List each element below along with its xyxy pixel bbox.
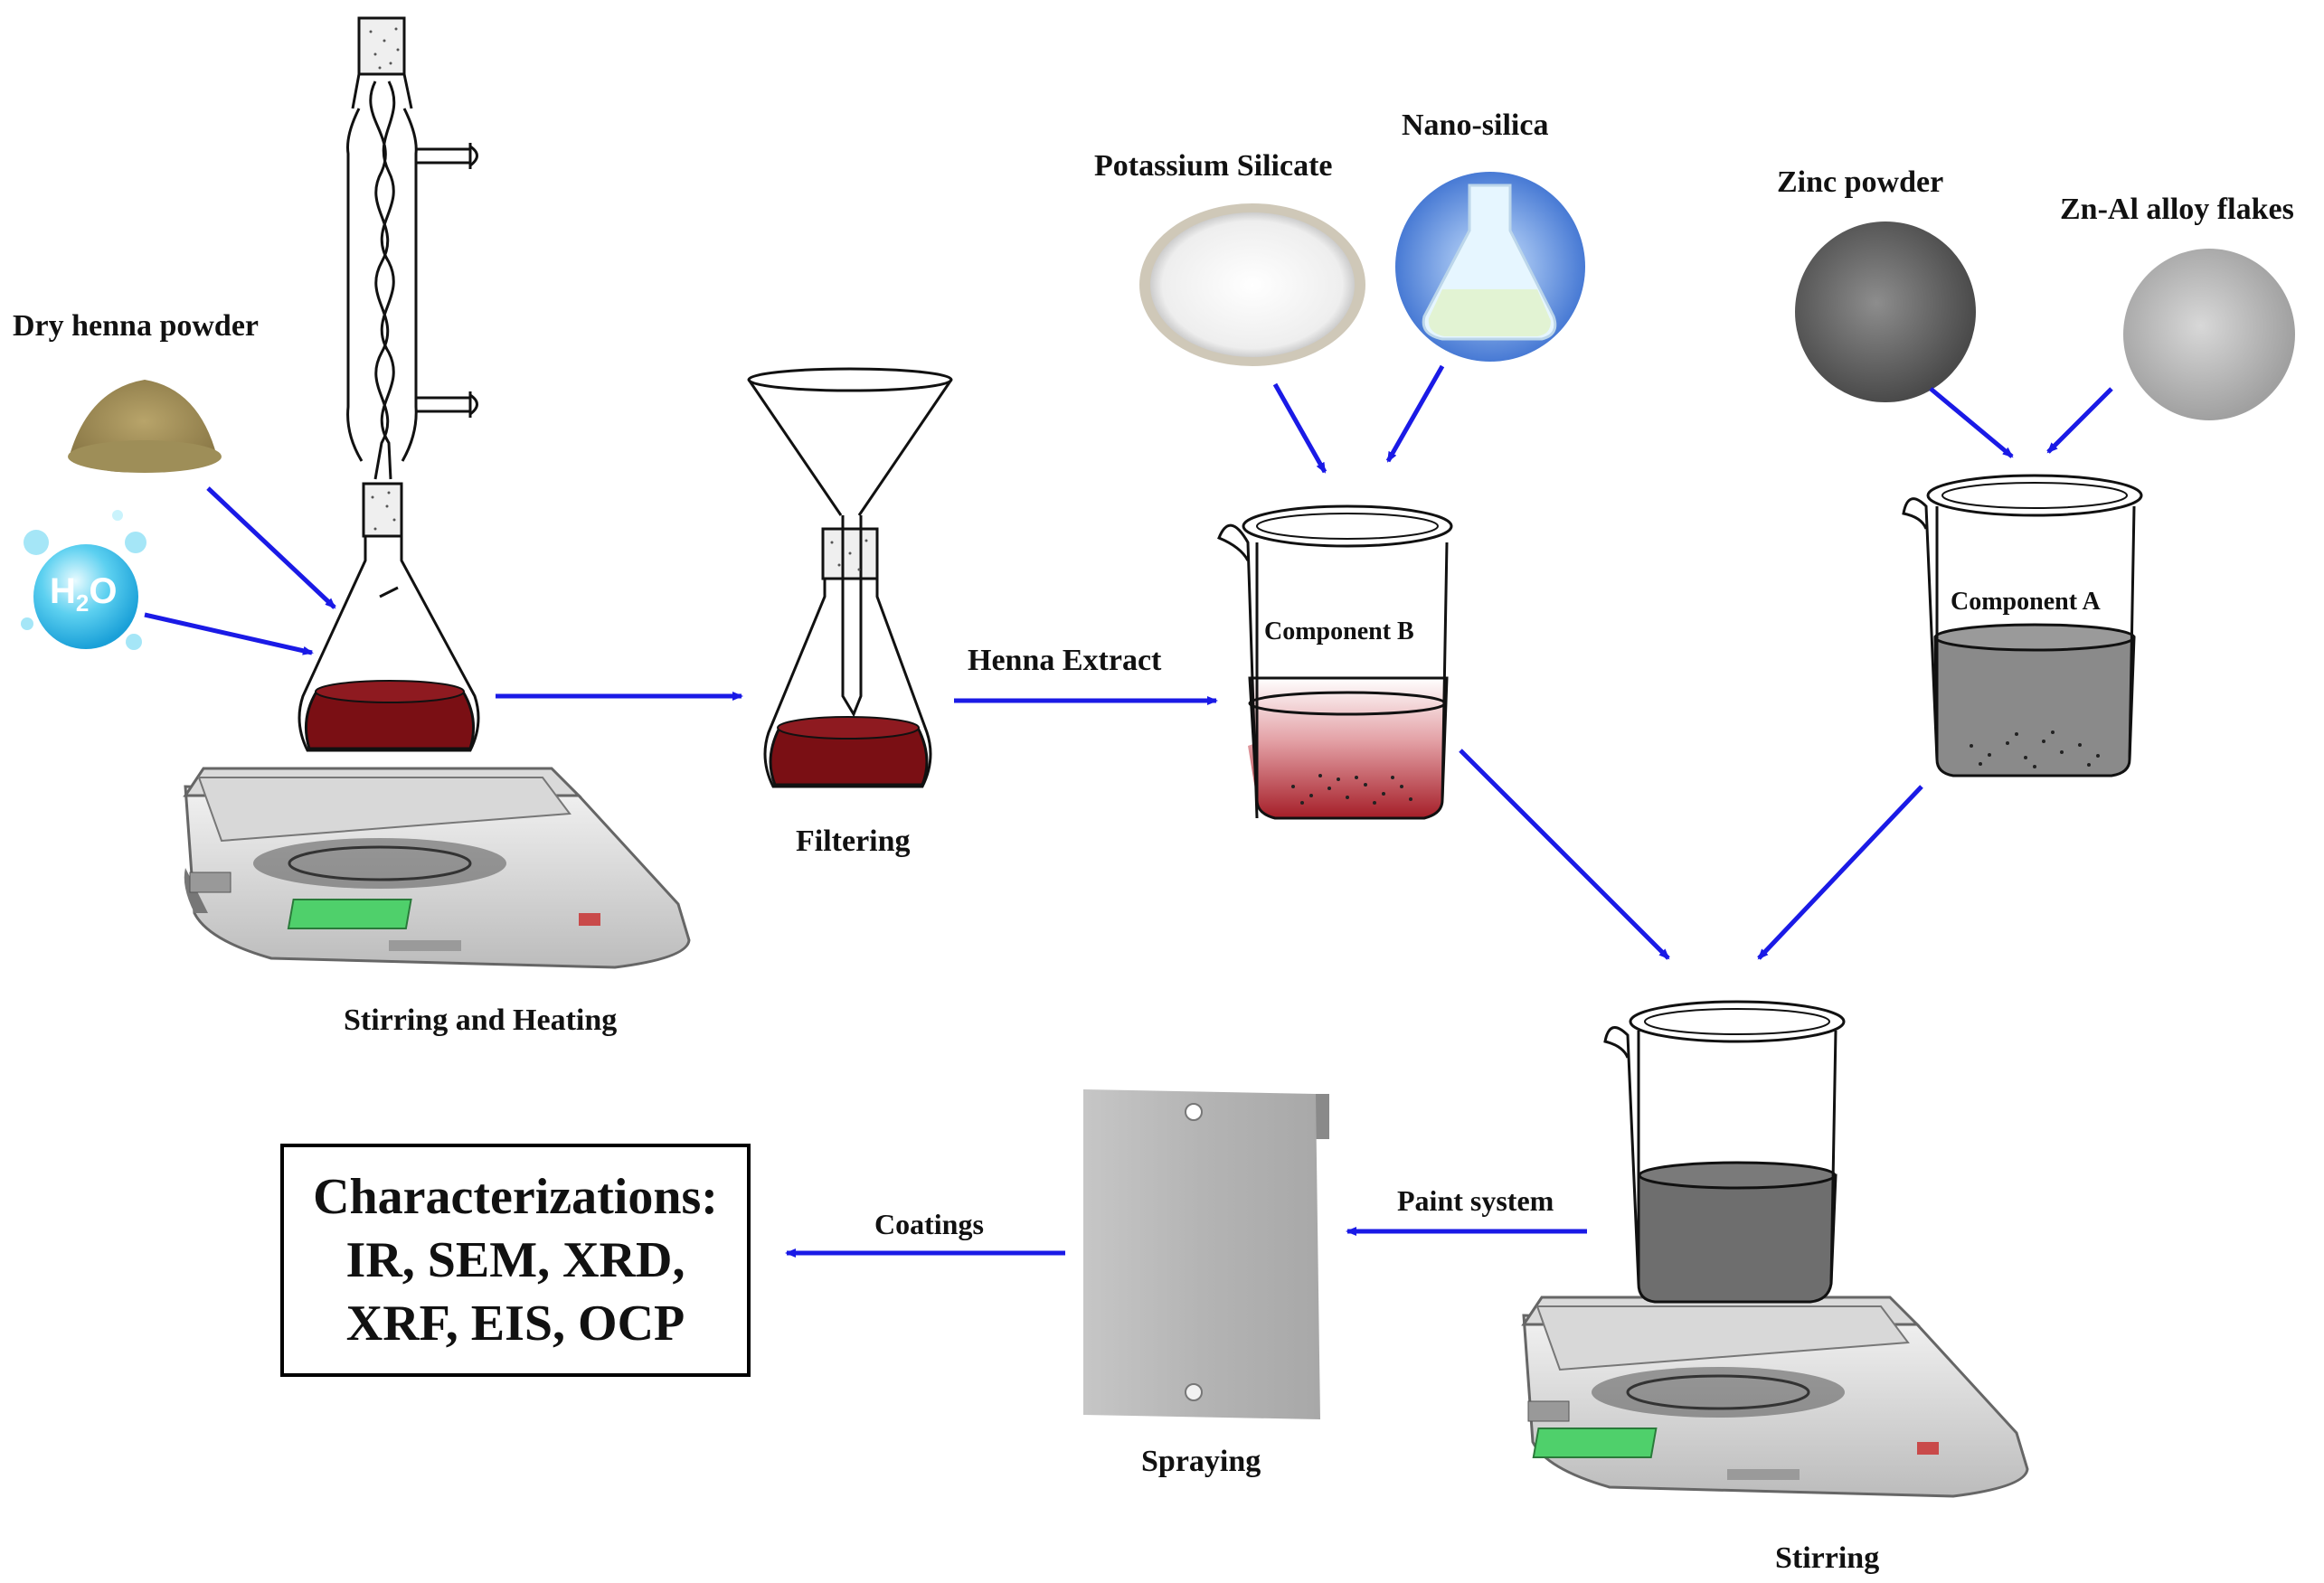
- label-spraying: Spraying: [1141, 1445, 1261, 1478]
- water-symbol: H2O: [50, 571, 117, 617]
- label-coatings: Coatings: [874, 1208, 984, 1240]
- beaker-a-icon: [1902, 474, 2143, 777]
- characterization-methods-1: IR, SEM, XRD,: [345, 1232, 685, 1288]
- flow-arrows: [144, 364, 2113, 1258]
- filter-joint-speckle: [830, 539, 868, 571]
- silicate-dish-icon: [1139, 203, 1365, 366]
- arrow-a-to-paint: [1757, 785, 1923, 960]
- water-h: H: [50, 571, 76, 611]
- label-component-a: Component A: [1951, 588, 2101, 616]
- arrow-zinc-to-a: [1929, 387, 2014, 458]
- label-filtering: Filtering: [796, 824, 911, 858]
- arrow-water-to-flask: [144, 612, 314, 655]
- henna-solution-surface: [315, 680, 465, 703]
- label-component-b: Component B: [1264, 617, 1414, 645]
- henna-powder-icon: [65, 373, 222, 484]
- reflux-condenser-icon: [298, 16, 480, 752]
- arrow-silicate-to-b: [1272, 382, 1327, 474]
- label-stirring: Stirring: [1775, 1541, 1880, 1575]
- label-potassium-silicate: Potassium Silicate: [1094, 149, 1333, 183]
- characterization-title: Characterizations:: [313, 1169, 718, 1225]
- ground-glass-joint-icon: [369, 27, 400, 531]
- label-znal-flakes: Zn-Al alloy flakes: [2060, 193, 2294, 226]
- filtered-extract-surface: [777, 716, 920, 740]
- water-subscript: 2: [75, 589, 90, 617]
- characterization-box: Characterizations: IR, SEM, XRD, XRF, EI…: [280, 1144, 751, 1377]
- label-nano-silica: Nano-silica: [1402, 108, 1549, 142]
- arrow-nanosilica-to-b: [1385, 364, 1445, 463]
- label-stirring-heating: Stirring and Heating: [344, 1004, 618, 1037]
- nanosilica-flask-icon: [1395, 172, 1585, 362]
- znal-flakes-icon: [2123, 249, 2295, 420]
- filtered-extract: [769, 726, 929, 787]
- zinc-powder-icon: [1795, 221, 1976, 402]
- water-drop-icon: [21, 510, 146, 650]
- henna-solution: [304, 690, 476, 750]
- label-dry-henna: Dry henna powder: [13, 309, 260, 343]
- arrow-henna-to-flask: [206, 486, 336, 609]
- label-zinc-powder: Zinc powder: [1777, 165, 1944, 199]
- hot-plate-icon: [183, 767, 691, 969]
- arrow-znal-to-a: [2046, 387, 2113, 454]
- steel-panel-icon: [1083, 1089, 1329, 1419]
- beaker-b-icon: [1217, 504, 1453, 820]
- arrow-b-to-paint: [1459, 749, 1670, 960]
- hot-plate-2-icon: [1521, 1296, 2029, 1498]
- label-henna-extract: Henna Extract: [968, 644, 1162, 677]
- paint-beaker-icon: [1603, 1000, 1846, 1304]
- water-o: O: [89, 571, 118, 611]
- characterization-methods-2: XRF, EIS, OCP: [345, 1296, 685, 1352]
- label-paint-system: Paint system: [1397, 1184, 1554, 1217]
